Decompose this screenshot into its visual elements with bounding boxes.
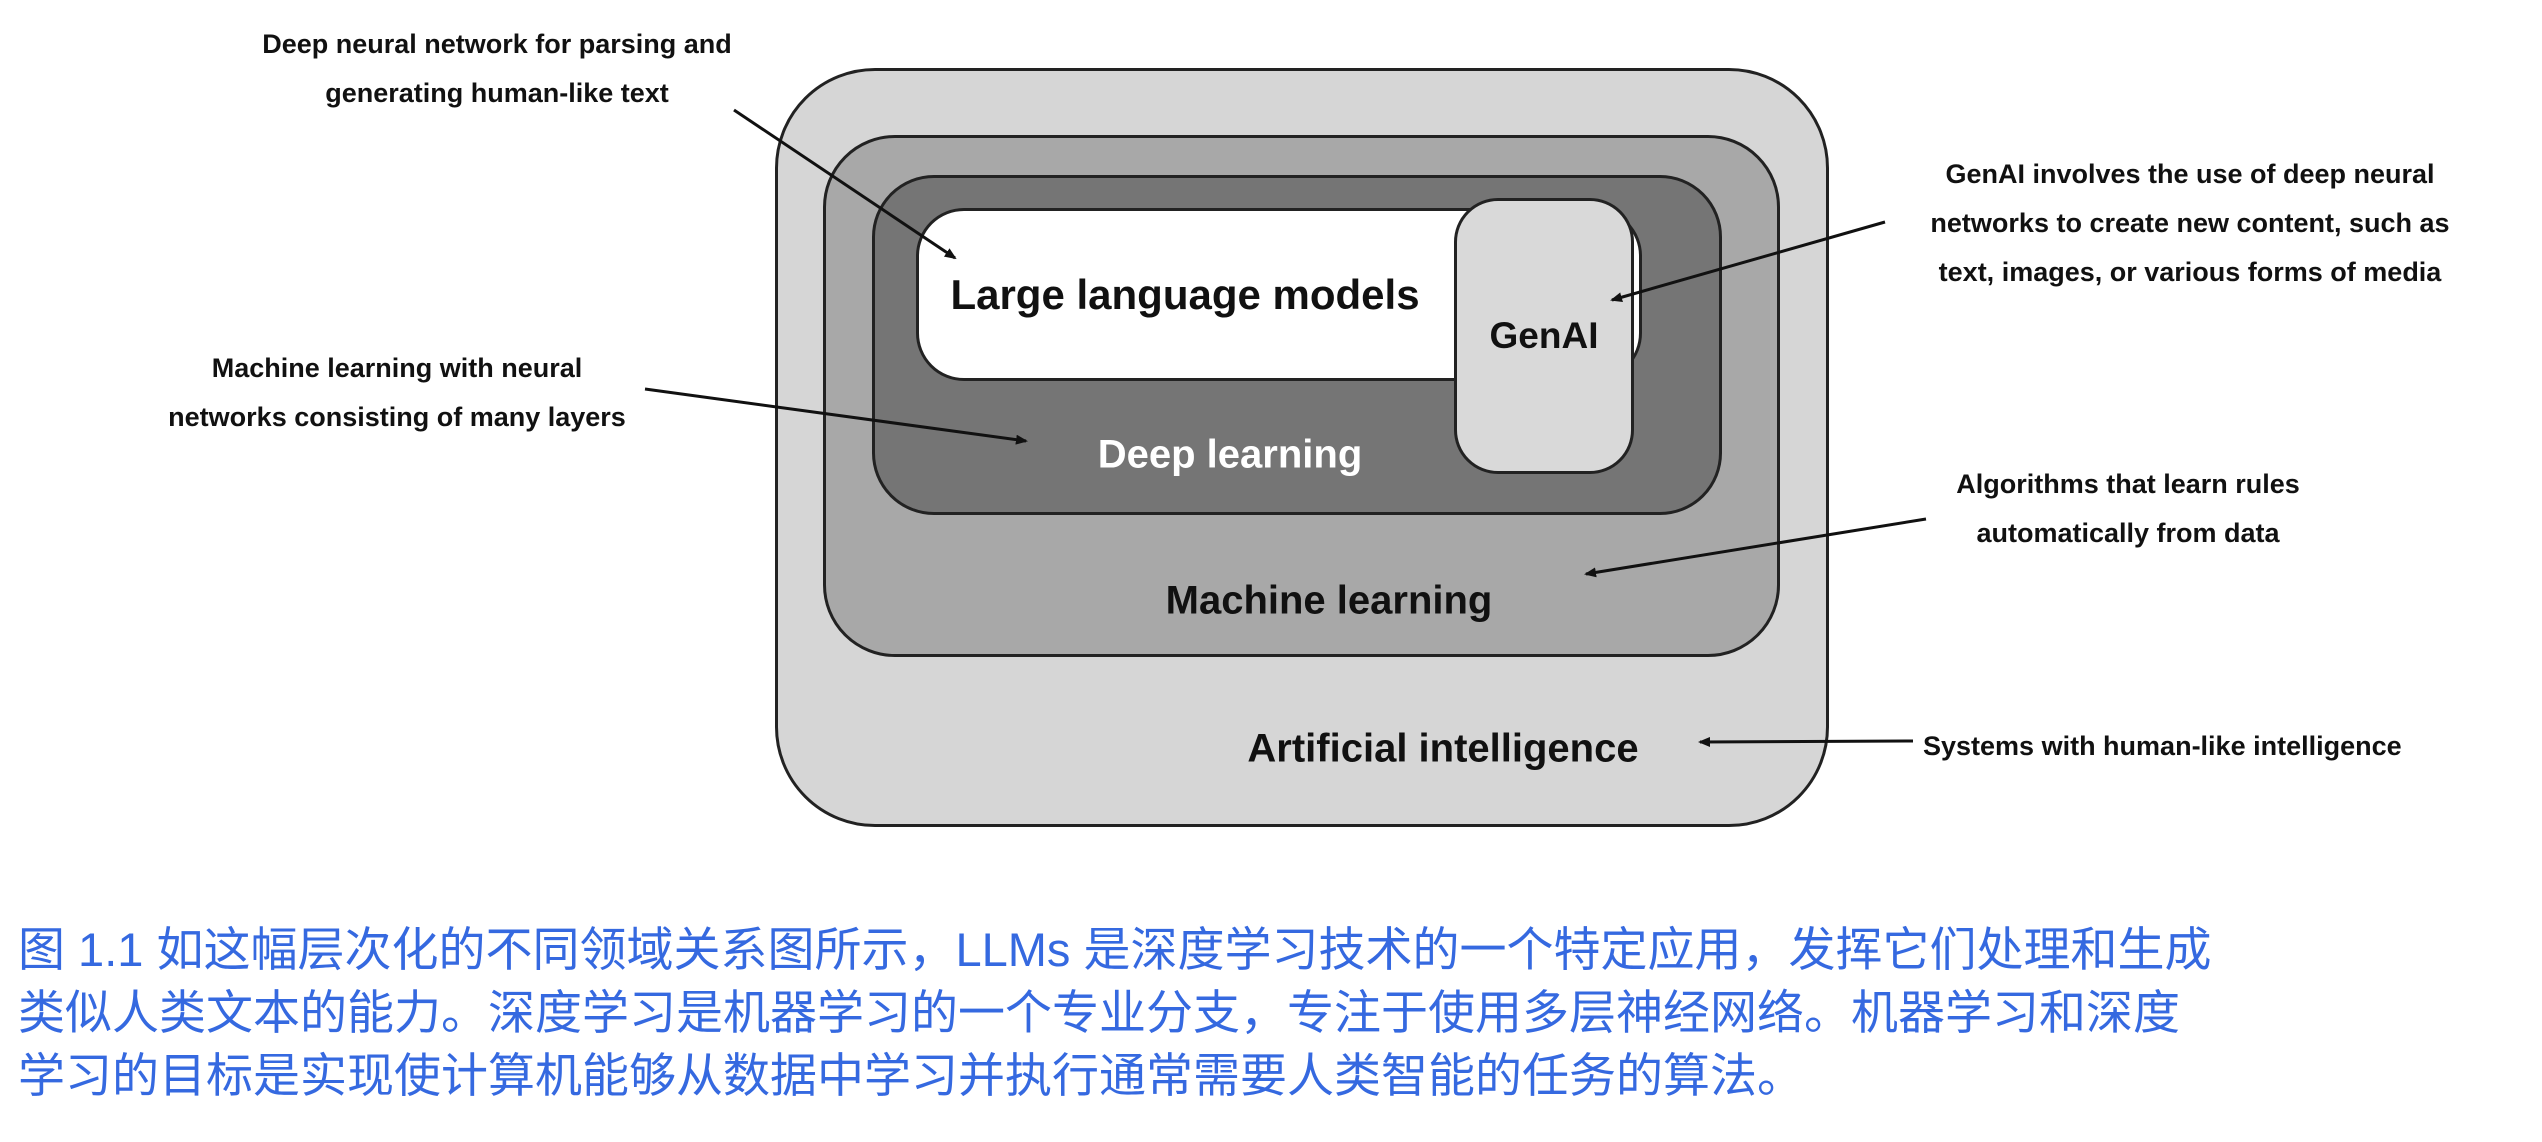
artificial-intelligence-annotation-line: Systems with human-like intelligence [1923, 731, 2402, 761]
llm-annotation-line: generating human-like text [325, 78, 669, 108]
figure-caption-line: 类似人类文本的能力。深度学习是机器学习的一个专业分支，专注于使用多层神经网络。机… [18, 986, 2180, 1039]
machine-learning-annotation: Algorithms that learn rules automaticall… [1956, 460, 2300, 558]
machine-learning-annotation-line: automatically from data [1976, 518, 2280, 548]
genai-annotation: GenAI involves the use of deep neural ne… [1930, 150, 2449, 297]
deep-learning-annotation: Machine learning with neural networks co… [168, 344, 626, 442]
deep-learning-label: Deep learning [1097, 432, 1363, 477]
genai-annotation-line: networks to create new content, such as [1930, 208, 2450, 238]
artificial-intelligence-annotation: Systems with human-like intelligence [1923, 722, 2402, 771]
llm-annotation: Deep neural network for parsing and gene… [262, 20, 732, 118]
genai-label: GenAI [1489, 315, 1599, 356]
artificial-intelligence-label: Artificial intelligence [1247, 726, 1639, 771]
llm-annotation-line: Deep neural network for parsing and [262, 29, 732, 59]
deep-learning-annotation-line: networks consisting of many layers [168, 402, 626, 432]
figure-caption: 图 1.1 如这幅层次化的不同领域关系图所示，LLMs 是深度学习技术的一个特定… [18, 918, 2211, 1107]
genai-box [1454, 198, 1634, 474]
large-language-models-label: Large language models [950, 271, 1420, 318]
machine-learning-label: Machine learning [1165, 578, 1493, 623]
figure-caption-line: 学习的目标是实现使计算机能够从数据中学习并执行通常需要人类智能的任务的算法。 [18, 1049, 1804, 1102]
figure-caption-line: 图 1.1 如这幅层次化的不同领域关系图所示，LLMs 是深度学习技术的一个特定… [18, 923, 2212, 976]
deep-learning-annotation-line: Machine learning with neural [211, 353, 583, 383]
genai-annotation-line: text, images, or various forms of media [1938, 257, 2442, 287]
machine-learning-annotation-line: Algorithms that learn rules [1956, 469, 2300, 499]
genai-annotation-line: GenAI involves the use of deep neural [1945, 159, 2435, 189]
